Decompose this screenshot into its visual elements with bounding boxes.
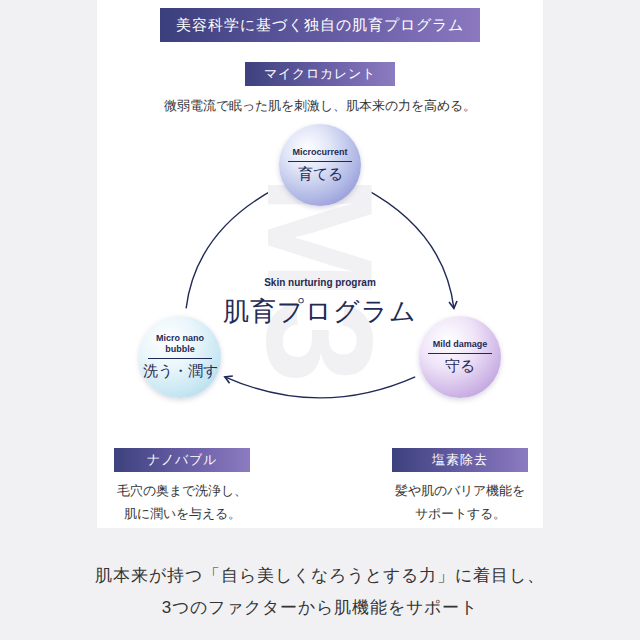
factor-circle: Micro nano bubble 洗う・潤す xyxy=(139,316,221,398)
circle-japanese: 守る xyxy=(445,357,475,376)
description: 髪や肌のバリア機能を サポートする。 xyxy=(385,480,535,526)
factor-circle: Mild damage 守る xyxy=(419,316,501,398)
title-band: 美容科学に基づく独自の肌育プログラム xyxy=(160,8,480,42)
label-pill: マイクロカレント xyxy=(245,62,395,86)
caption: 肌本来が持つ「自ら美しくなろうとする力」に着目し、 3つのファクターから肌機能を… xyxy=(85,560,555,624)
pill-text: マイクロカレント xyxy=(264,65,376,83)
program-title: 肌育プログラム xyxy=(170,294,470,329)
circle-japanese: 洗う・潤す xyxy=(143,362,218,381)
label-pill: 塩素除去 xyxy=(392,448,528,472)
pill-text: ナノバブル xyxy=(147,451,217,469)
circle-japanese: 育てる xyxy=(298,165,343,184)
label-pill: ナノバブル xyxy=(114,448,250,472)
description: 微弱電流で眠った肌を刺激し、肌本来の力を高める。 xyxy=(110,94,530,117)
circle-english: Mild damage xyxy=(428,339,492,354)
pill-text: 塩素除去 xyxy=(432,451,488,469)
program-english: Skin nurturing program xyxy=(200,277,440,288)
circle-english: Micro nano bubble xyxy=(148,333,212,359)
circle-english: Microcurrent xyxy=(288,147,352,162)
description: 毛穴の奥まで洗浄し、 肌に潤いを与える。 xyxy=(107,480,257,526)
factor-circle: Microcurrent 育てる xyxy=(279,124,361,206)
cycle-arrow xyxy=(225,377,415,398)
